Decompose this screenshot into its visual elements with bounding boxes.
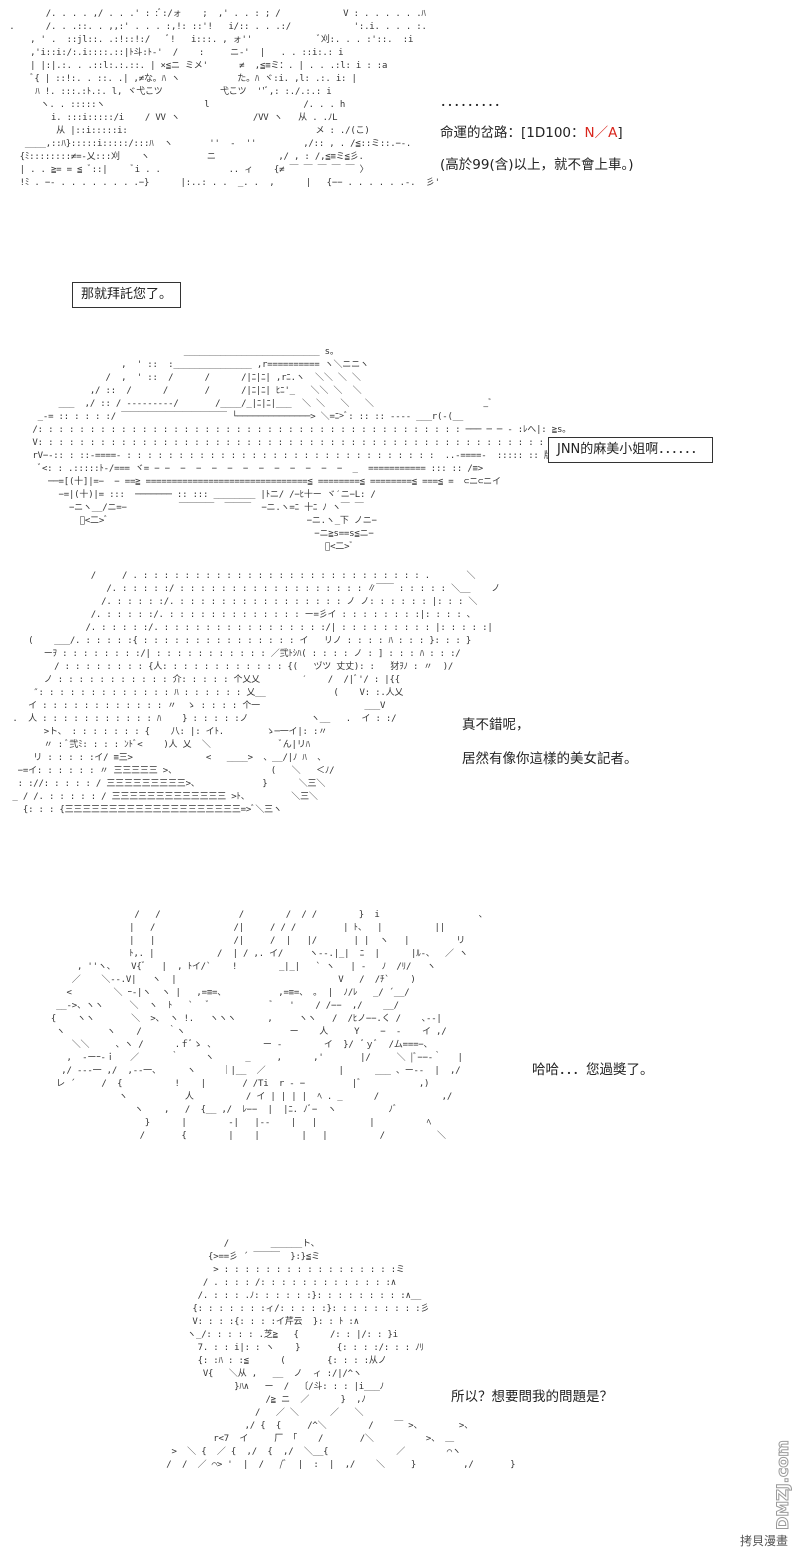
panel-3: __________________________ s。 , ' :: :__…	[0, 340, 800, 552]
ascii-art-driver: / / . : : : : : : : : : : : : : : : : : …	[12, 571, 501, 815]
dialogue-line: 哈哈．．．您過獎了。	[532, 1062, 654, 1078]
ascii-art-car: __________________________ s。 , ' :: :__…	[32, 347, 605, 552]
panel-4: / / . : : : : : : : : : : : : : : : : : …	[0, 568, 800, 888]
dialogue-line-2: 居然有像你這樣的美女記者。	[462, 751, 638, 767]
roll-condition-note: (高於99(含)以上，就不會上車。)	[440, 157, 634, 173]
panel-1: /. . . . ,/ . . .' : :ﾞ:/ォ ; ,' . . : ; …	[0, 0, 800, 245]
dice-roll-suffix: ]	[617, 125, 623, 141]
ascii-art-two-faces: /. . . . ,/ . . .' : :ﾞ:/ォ ; ,' . . : ; …	[9, 9, 440, 188]
speech-box: JNN的麻美小姐啊．．．．．．	[548, 437, 713, 463]
panel-6: / ______ト、 {>==彡 ´ ￣￣￣ }:}≦ミ > : : : : :…	[0, 1232, 800, 1542]
site-watermark-text: 拷貝漫畫	[739, 1534, 788, 1548]
dialogue-line-1: 真不錯呢，	[462, 717, 530, 733]
site-logo-text: DMZJ.com	[773, 1440, 792, 1530]
ascii-art-asking-woman: / ______ト、 {>==彡 ´ ￣￣￣ }:}≦ミ > : : : : :…	[166, 1239, 516, 1470]
dice-roll-line: 命運的岔路：[1D100：N／A]	[440, 124, 623, 142]
panel-2: 那就拜託您了。	[0, 270, 800, 320]
ascii-art-laughing-man: / / / / / / } i ､ | / /| / / / | ﾄ、 | ||…	[50, 910, 484, 1141]
dice-roll-prefix: 命運的岔路：[1D100：	[440, 125, 585, 141]
site-logo-icon: DMZJ.com	[773, 1440, 793, 1531]
dialogue-line: 所以？想要問我的問題是？	[451, 1389, 613, 1405]
speech-box: 那就拜託您了。	[72, 282, 182, 308]
ellipsis-text: ．．．．．．．．．	[440, 94, 508, 110]
panel-5: / / / / / / } i ､ | / /| / / / | ﾄ、 | ||…	[0, 905, 800, 1215]
dice-roll-value: N／A	[584, 125, 618, 141]
